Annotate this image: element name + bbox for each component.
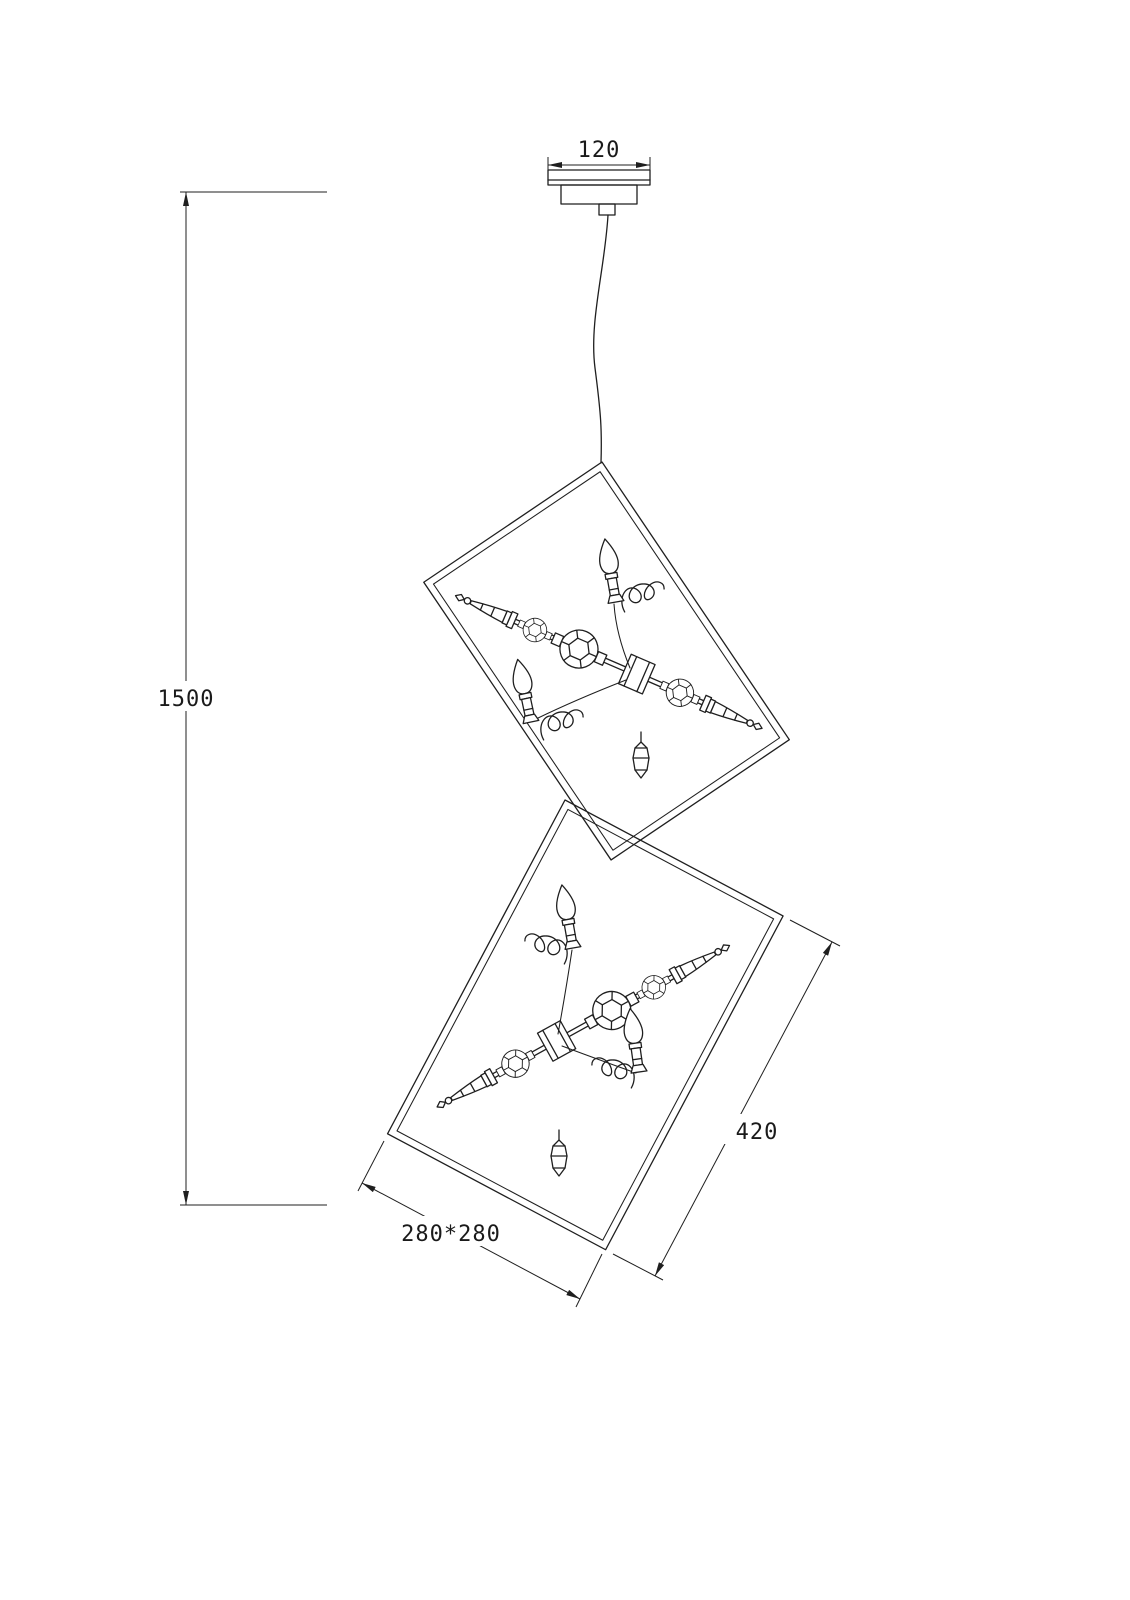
dimension-canopy-width: 120 [547, 138, 651, 171]
lower-candle1-stem [557, 949, 573, 1035]
label-mask [720, 1114, 794, 1144]
dimension-frame-length: 420 [612, 919, 841, 1281]
upper-frame [423, 461, 790, 861]
upper-frame-inner [432, 471, 781, 851]
dimension-line-420 [654, 941, 833, 1277]
dimension-label-1500: 1500 [158, 687, 215, 712]
witness-line-top [789, 919, 841, 947]
dimension-frame-face: 280*280 [357, 1140, 603, 1308]
canopy-stem [598, 203, 616, 216]
lower-candle2-stem [561, 1045, 637, 1074]
dimensions: 1500 120 420 280*280 [150, 138, 841, 1308]
label-mask [398, 1216, 504, 1246]
label-mask [150, 681, 222, 711]
upper-candle2-stem [535, 679, 627, 720]
dimension-label-120: 120 [578, 138, 621, 163]
witness-line-right [575, 1253, 603, 1308]
dimension-label-420: 420 [736, 1120, 779, 1145]
dimension-label-280x280: 280*280 [401, 1222, 501, 1247]
ceiling-canopy [547, 169, 651, 216]
dimension-overall-drop: 1500 [150, 191, 327, 1206]
upper-frame-outer [423, 461, 790, 861]
upper-candle1-stem [613, 603, 631, 669]
suspension-wire [593, 214, 609, 464]
